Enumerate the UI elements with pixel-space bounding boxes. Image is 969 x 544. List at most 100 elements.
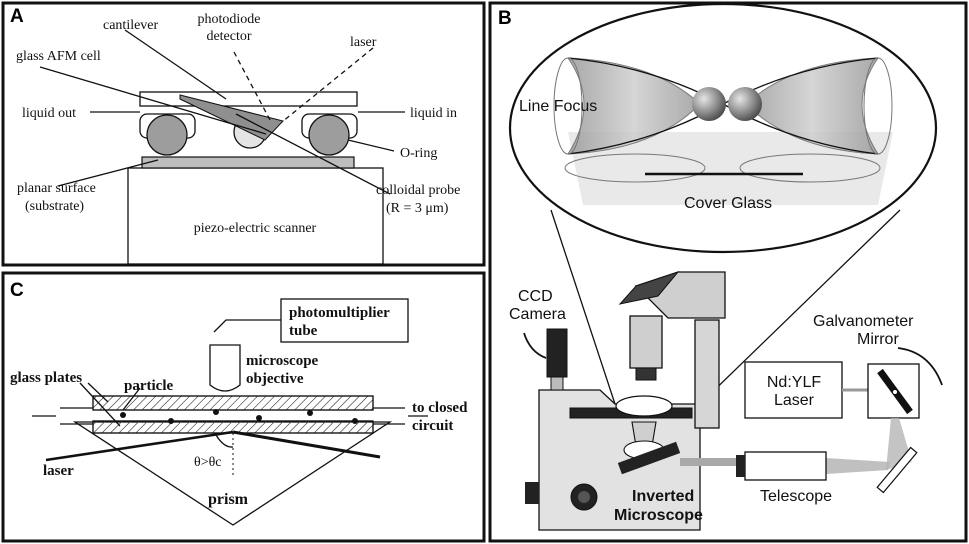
label-cover-glass: Cover Glass bbox=[684, 195, 772, 212]
particle bbox=[120, 412, 126, 418]
substrate-pointer bbox=[57, 159, 159, 187]
label-cantilever: cantilever bbox=[103, 18, 159, 33]
particle bbox=[213, 409, 219, 415]
label-planar-1: planar surface bbox=[17, 181, 96, 196]
label-probe-1: colloidal probe bbox=[376, 183, 460, 198]
oring-pointer bbox=[347, 139, 395, 152]
focus-cone-left-top bbox=[567, 57, 701, 155]
laser-beam bbox=[281, 47, 374, 123]
label-ccd-1: CCD bbox=[518, 288, 553, 305]
label-galvo-2: Mirror bbox=[857, 331, 899, 348]
particle bbox=[256, 415, 262, 421]
label-telescope: Telescope bbox=[760, 488, 832, 505]
label-probe-2: (R = 3 μm) bbox=[386, 201, 449, 216]
trapped-particle-right bbox=[728, 87, 762, 121]
label-scanner: piezo-electric scanner bbox=[194, 221, 317, 236]
label-theta: θ>θc bbox=[194, 455, 222, 470]
fold-mirror bbox=[876, 446, 918, 494]
substrate bbox=[141, 156, 355, 169]
galvo-rotation-arrow bbox=[897, 347, 943, 386]
scanner-block bbox=[127, 167, 384, 265]
label-glass-plates: glass plates bbox=[10, 370, 82, 386]
condenser-head-dark bbox=[618, 270, 680, 305]
label-inverted-1: Inverted bbox=[632, 488, 694, 505]
photomultiplier-tube bbox=[280, 298, 409, 343]
cone-base-right bbox=[739, 153, 881, 183]
label-line-focus: Line Focus bbox=[519, 98, 597, 115]
ccd-pointer bbox=[523, 332, 547, 359]
particle bbox=[168, 418, 174, 424]
label-laser-b-1: Nd:YLF bbox=[767, 374, 821, 391]
label-detector: detector bbox=[206, 29, 251, 44]
label-pm-1: photomultiplier bbox=[289, 305, 390, 321]
dichroic-mirror bbox=[617, 441, 681, 475]
sample-dish bbox=[615, 395, 673, 417]
cone-end-right bbox=[863, 57, 893, 155]
galvo-pivot bbox=[893, 390, 897, 394]
label-liquid-in: liquid in bbox=[410, 106, 457, 121]
oring-right bbox=[308, 114, 350, 156]
glass-plates-pointer-2 bbox=[79, 382, 121, 427]
focus-cone-right-top bbox=[745, 57, 879, 155]
label-laser-a: laser bbox=[350, 35, 377, 50]
ndylf-laser bbox=[744, 361, 843, 419]
label-closed-2: circuit bbox=[412, 418, 453, 434]
laser-path-scope bbox=[680, 458, 740, 466]
label-galvo-1: Galvanometer bbox=[813, 313, 914, 330]
glass-plates-pointer-1 bbox=[87, 382, 109, 403]
particle bbox=[352, 418, 358, 424]
label-prism: prism bbox=[208, 491, 249, 508]
panel-a-label: A bbox=[10, 6, 24, 27]
label-inverted-2: Microscope bbox=[614, 507, 703, 524]
cover-glass-plane bbox=[568, 132, 893, 205]
label-oring: O-ring bbox=[400, 146, 437, 161]
glass-plate-top-hatched bbox=[92, 395, 374, 411]
panel-c: C bbox=[1, 271, 486, 543]
probe-pointer bbox=[235, 113, 391, 195]
oring-left bbox=[146, 114, 188, 156]
panel-b: B Line Focus Cover Glass bbox=[488, 1, 968, 543]
ccd-mount bbox=[550, 376, 564, 391]
telescope-lens bbox=[736, 455, 745, 477]
label-particle: particle bbox=[124, 378, 173, 394]
label-photodiode: photodiode bbox=[198, 12, 261, 27]
microscope-column bbox=[694, 319, 720, 429]
cantilever bbox=[179, 94, 284, 141]
glass-cell-pointer bbox=[39, 66, 267, 135]
label-ccd-2: Camera bbox=[509, 306, 566, 323]
particle bbox=[307, 410, 313, 416]
glass-cell-top bbox=[139, 91, 358, 107]
label-laser-b-2: Laser bbox=[774, 392, 815, 409]
label-glass-cell: glass AFM cell bbox=[16, 49, 101, 64]
label-pm-2: tube bbox=[289, 323, 318, 339]
condenser-lens bbox=[635, 367, 657, 381]
label-obj-2: objective bbox=[246, 371, 304, 387]
telescope bbox=[744, 451, 827, 481]
laser-incident bbox=[45, 430, 234, 462]
label-planar-2: (substrate) bbox=[25, 199, 84, 214]
trapped-particle-left bbox=[692, 87, 726, 121]
cone-end-left bbox=[553, 57, 583, 155]
panel-a: A cantilever photodiode detector laser g… bbox=[1, 1, 486, 267]
zoom-line-right bbox=[699, 209, 901, 405]
cantilever-pointer bbox=[124, 29, 227, 100]
label-laser-c: laser bbox=[43, 463, 74, 479]
cone-base-left bbox=[564, 153, 706, 183]
label-obj-1: microscope bbox=[246, 353, 319, 369]
zoom-line-left bbox=[550, 209, 616, 405]
label-closed-1: to closed bbox=[412, 400, 468, 416]
particle-pointer bbox=[122, 387, 141, 411]
pm-connector bbox=[213, 319, 281, 333]
magnified-view bbox=[508, 2, 938, 254]
reflected-beam bbox=[233, 51, 271, 121]
panel-c-label: C bbox=[10, 280, 24, 301]
microscope-objective bbox=[209, 344, 241, 392]
ccd-camera bbox=[546, 328, 568, 378]
laser-reflected bbox=[232, 430, 381, 459]
beam-to-telescope bbox=[826, 458, 890, 474]
side-knob bbox=[525, 482, 539, 504]
glass-plate-bottom-hatched bbox=[92, 420, 374, 434]
panel-b-label: B bbox=[498, 8, 512, 29]
label-liquid-out: liquid out bbox=[22, 106, 76, 121]
